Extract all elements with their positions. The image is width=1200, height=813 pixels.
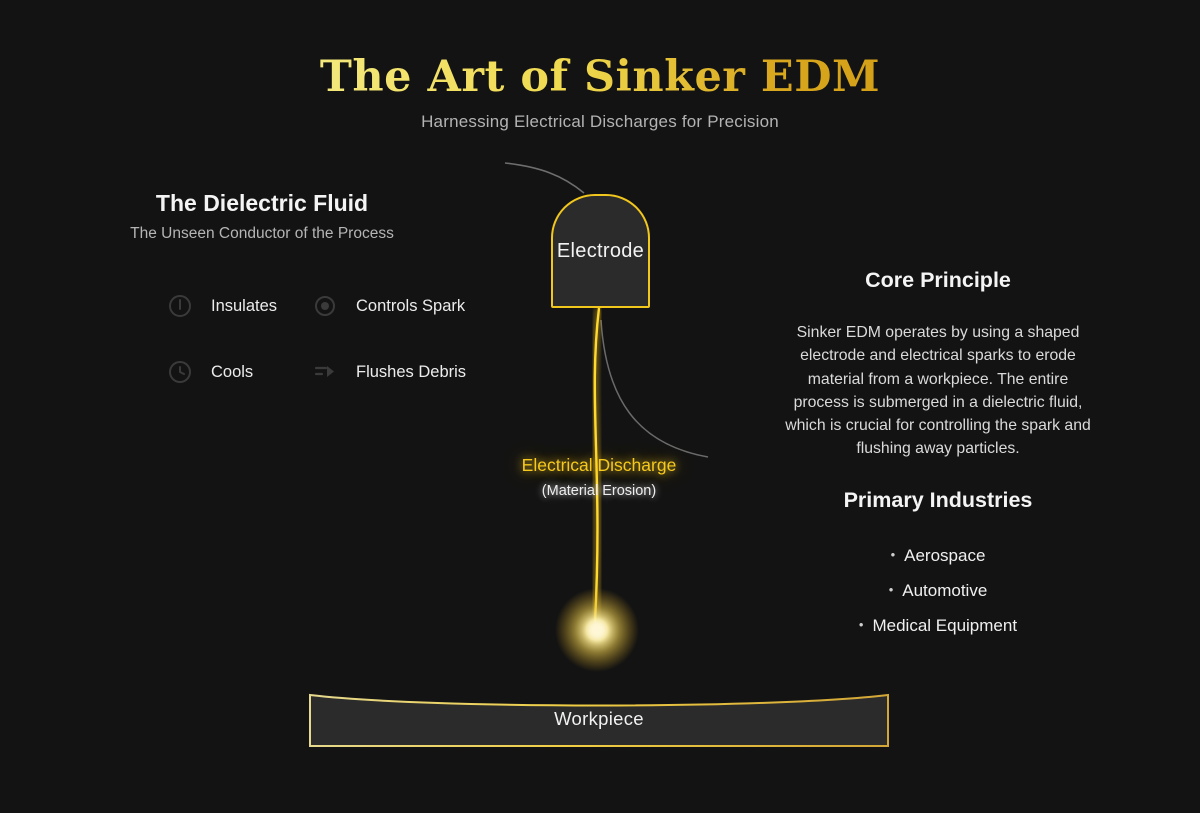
feature-label: Flushes Debris (356, 362, 467, 381)
page-subtitle: Harnessing Electrical Discharges for Pre… (421, 112, 779, 131)
target-icon (313, 294, 337, 318)
list-item: • Aerospace (770, 539, 1106, 574)
gap-arc-curve (600, 319, 709, 458)
industry-label: Aerospace (904, 545, 986, 565)
clock-icon (168, 360, 192, 384)
electrode-shape: Electrode (551, 194, 650, 308)
industry-label: Medical Equipment (872, 615, 1018, 635)
feature-insulates: Insulates (168, 293, 277, 319)
feature-label: Cools (211, 362, 254, 381)
list-item: • Automotive (770, 574, 1106, 609)
primary-industries-title: Primary Industries (843, 487, 1033, 512)
page-title: The Art of Sinker EDM (319, 52, 881, 102)
feature-flushes-debris: Flushes Debris (313, 359, 466, 385)
bullet-icon: • (888, 581, 894, 597)
core-principle-title: Core Principle (865, 268, 1011, 292)
electrode-label: Electrode (556, 239, 645, 262)
header: The Art of Sinker EDM Harnessing Electri… (0, 52, 1200, 132)
feature-cools: Cools (168, 359, 253, 385)
dielectric-section: The Dielectric Fluid The Unseen Conducto… (82, 190, 442, 243)
right-column: Core Principle Sinker EDM operates by us… (770, 268, 1106, 644)
material-erosion-label: (Material Erosion) (541, 483, 657, 499)
feature-label: Controls Spark (356, 296, 466, 315)
feature-controls-spark: Controls Spark (313, 293, 465, 319)
electrical-discharge-label: Electrical Discharge (521, 455, 677, 475)
bullet-icon: • (890, 546, 896, 562)
dielectric-title: The Dielectric Fluid (155, 190, 369, 216)
feature-label: Insulates (211, 296, 278, 315)
spark-glow (555, 588, 639, 672)
industry-list: • Aerospace • Automotive • Medical Equipmen… (770, 539, 1106, 644)
electrode-wire-curve (504, 162, 585, 194)
alert-circle-icon (168, 294, 192, 318)
core-principle-body: Sinker EDM operates by using a shaped el… (785, 324, 1091, 458)
flush-flow-icon (313, 360, 337, 384)
list-item: • Medical Equipment (770, 609, 1106, 644)
industry-label: Automotive (902, 580, 988, 600)
bullet-icon: • (858, 616, 864, 632)
spark-core (588, 621, 606, 639)
dielectric-subtitle: The Unseen Conductor of the Process (130, 225, 394, 242)
workpiece-label: Workpiece (554, 708, 644, 729)
